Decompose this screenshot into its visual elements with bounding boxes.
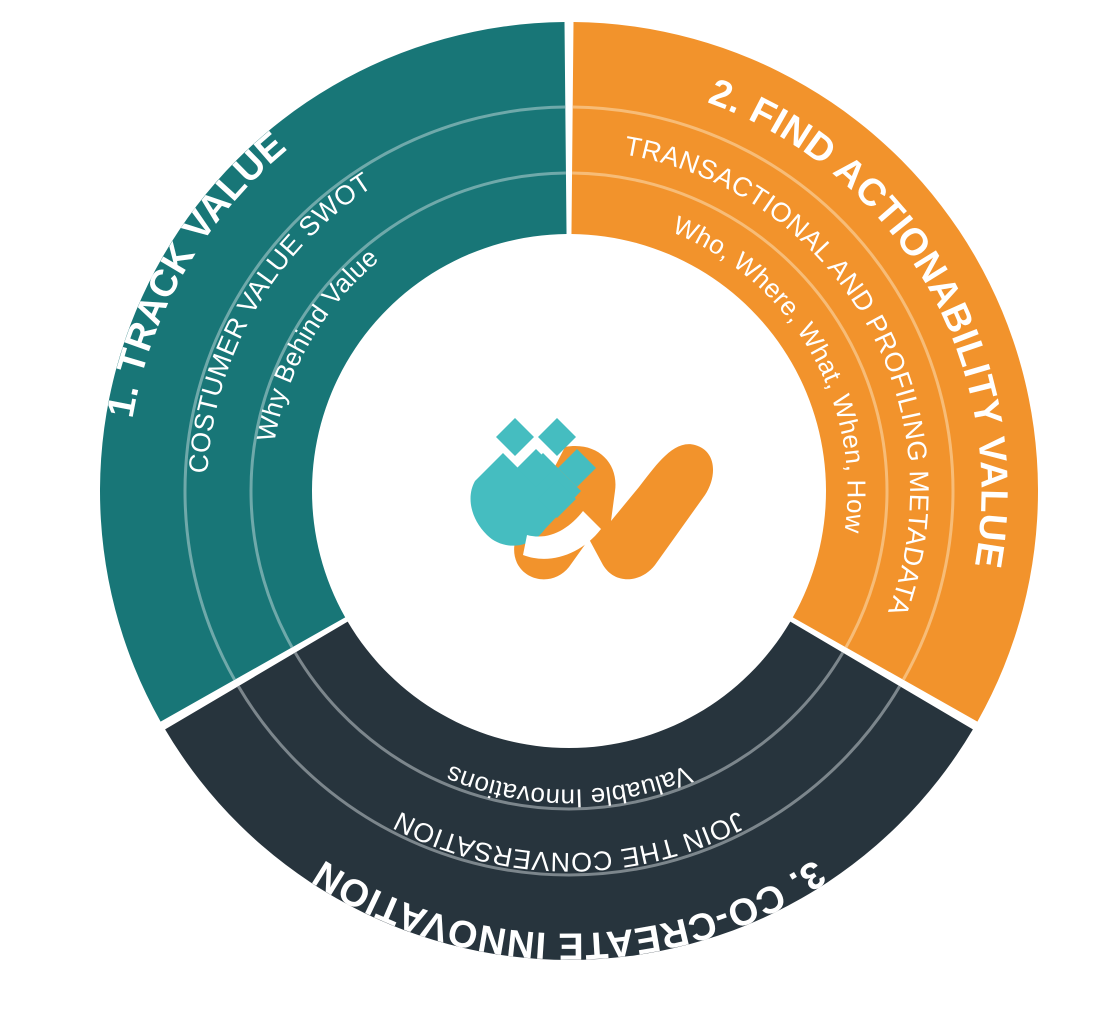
w-logo [470, 418, 714, 580]
logo-pixel-diamond [538, 480, 576, 518]
divider-arc [572, 105, 955, 681]
logo-cup [470, 453, 581, 546]
logo-notch [523, 511, 601, 559]
divider-arc [572, 171, 889, 649]
band-dividers [183, 105, 955, 877]
segment-co-create-innovation[interactable] [165, 621, 973, 960]
divider-arc [237, 685, 901, 877]
logo-pixel-diamond [558, 449, 596, 487]
logo-pixel-diamond [517, 449, 555, 487]
logo-pixel-diamond [496, 418, 534, 456]
logo-pixel-diamond [538, 418, 576, 456]
divider-arc [249, 171, 566, 649]
segment-track-value[interactable] [100, 22, 567, 722]
divider-arc [183, 105, 566, 681]
divider-arc [293, 651, 845, 811]
